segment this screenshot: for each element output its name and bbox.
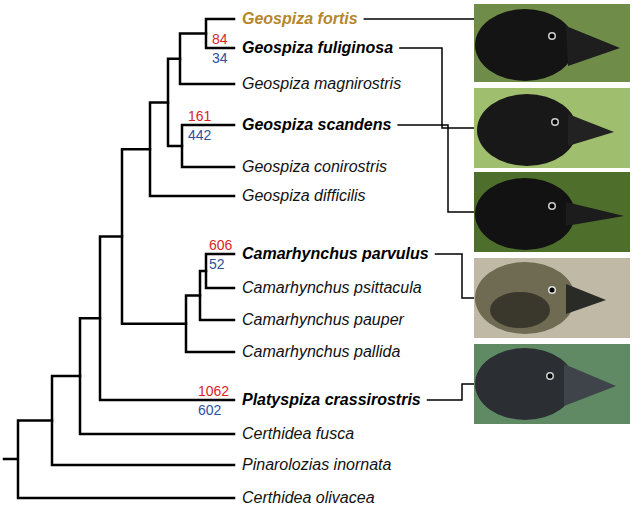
bird-head [475,178,575,250]
bird-throat [490,292,550,328]
species-name: Camarhynchus psittacula [242,278,422,298]
species-name: Geospiza scandens [242,115,391,135]
support-number: 602 [198,403,221,417]
bird-beak [568,114,614,146]
branch [182,125,234,167]
branch [168,59,182,146]
bird-beak [566,284,606,314]
leader-line [364,18,474,20]
photo-background [474,344,630,424]
bird-head [475,262,575,334]
branch [80,318,234,434]
branch [186,296,234,353]
photo-background [474,88,630,168]
support-number: 161 [188,109,211,123]
bird-photo [474,344,630,424]
species-name: Certhidea olivacea [242,488,375,508]
species-name: Camarhynchus parvulus [242,244,429,264]
branch [122,149,186,324]
bird-pupil [550,204,555,209]
bird-photo [474,172,630,252]
support-number: 52 [209,257,225,271]
bird-head [475,348,575,420]
branch [206,19,234,48]
leader-line [397,125,474,212]
bird-head [475,9,575,81]
bird-pupil [553,120,558,125]
bird-eye [548,286,556,294]
support-number: 1062 [198,384,229,398]
branch [200,271,234,320]
bird-pupil [548,374,553,379]
branch [52,376,234,465]
species-name: Certhidea fusca [242,424,354,444]
bird-head [477,94,577,166]
leader-line [435,254,474,298]
species-name: Platyspiza crassirostris [242,390,421,410]
species-name: Geospiza conirostris [242,157,387,177]
bird-photo [474,4,630,82]
support-number: 442 [188,128,211,142]
leader-line [427,384,474,400]
bird-beak [564,364,616,406]
bird-pupil [550,288,555,293]
bird-eye [546,372,554,380]
bird-photo [474,258,630,338]
branch [4,421,234,499]
bird-eye [548,202,556,210]
support-number: 34 [212,51,228,65]
bird-beak [566,26,620,66]
species-name: Camarhynchus pauper [242,310,404,330]
bird-eye [551,118,559,126]
photo-background [474,258,630,338]
photo-background [474,4,630,82]
bird-photo [474,88,630,168]
support-number: 84 [212,32,228,46]
support-number: 606 [209,238,232,252]
bird-eye [548,32,556,40]
branch [100,237,234,401]
photo-background [474,172,630,252]
leader-line [399,48,474,128]
species-name: Geospiza magnirostris [242,74,401,94]
species-name: Camarhynchus pallida [242,342,400,362]
branch [206,254,234,288]
species-name: Geospiza fuliginosa [242,38,393,58]
species-name: Pinarolozias inornata [242,455,391,475]
bird-beak [566,202,624,226]
species-name: Geospiza fortis [242,9,358,29]
branch [150,102,234,196]
bird-pupil [550,34,555,39]
phylogeny-branches [4,19,234,498]
species-name: Geospiza difficilis [242,186,366,206]
